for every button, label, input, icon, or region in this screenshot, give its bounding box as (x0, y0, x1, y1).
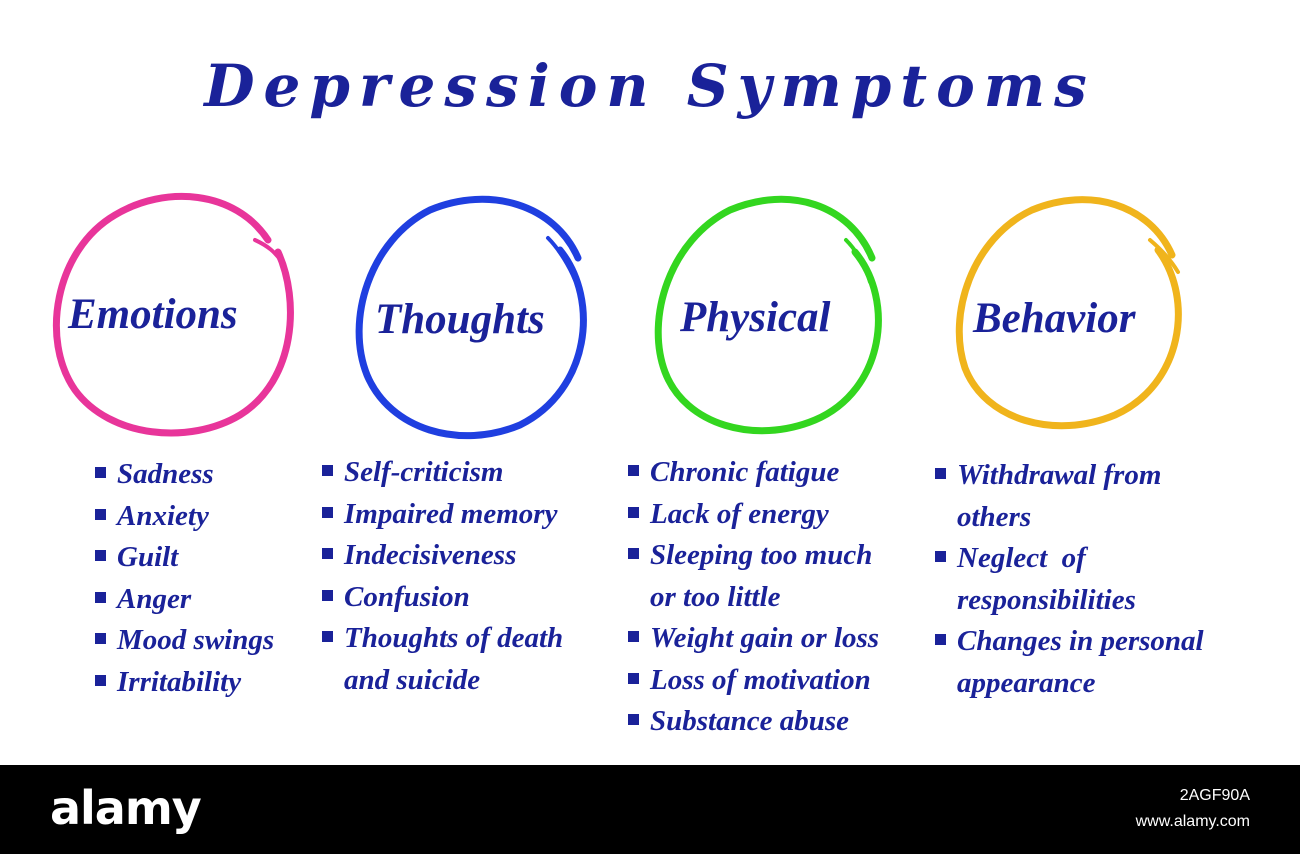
list-item: Confusion (322, 577, 563, 619)
bullet-icon (628, 672, 639, 684)
bullet-icon (322, 631, 333, 642)
bullet-icon (628, 506, 639, 518)
bullet-icon (95, 674, 106, 686)
behavior-circle (955, 196, 1182, 430)
image-id: 2AGF90A (1179, 787, 1250, 804)
bullet-icon (95, 591, 106, 603)
bullet-icon (322, 589, 333, 601)
bullet-icon (95, 633, 106, 644)
bullet-icon (935, 634, 946, 645)
bullet-icon (95, 467, 106, 478)
bullet-icon (322, 506, 333, 518)
bullet-icon (628, 714, 639, 725)
list-item: Lack of energy (628, 494, 879, 536)
list-item: Withdrawal from (935, 455, 1204, 497)
behavior-list: Withdrawal from others Neglect of respon… (935, 455, 1204, 704)
list-item-continued: and suicide (344, 663, 481, 696)
thoughts-circle (355, 195, 587, 440)
list-item: Irritability (95, 662, 274, 704)
bullet-icon (628, 548, 639, 559)
bullet-icon (95, 550, 106, 561)
list-item: Chronic fatigue (628, 452, 879, 494)
emotions-list: Sadness Anxiety Guilt Anger Mood swings … (95, 454, 274, 703)
emotions-circle (52, 193, 294, 437)
bullet-icon (95, 508, 106, 520)
list-item-continued: responsibilities (957, 583, 1136, 616)
list-item: Impaired memory (322, 494, 563, 536)
list-item: Changes in personal (935, 621, 1204, 663)
thoughts-list: Self-criticism Impaired memory Indecisiv… (322, 452, 563, 701)
list-item: Anger (95, 579, 274, 621)
site-url: www.alamy.com (1135, 813, 1250, 830)
bullet-icon (935, 551, 946, 562)
watermark-bar: alamy 2AGF90A www.alamy.com (0, 765, 1300, 854)
bullet-icon (628, 631, 639, 642)
list-item: Mood swings (95, 620, 274, 662)
list-item: Neglect of (935, 538, 1204, 580)
list-item: Thoughts of death (322, 618, 563, 660)
list-item: Indecisiveness (322, 535, 563, 577)
list-item-continued: appearance (957, 666, 1096, 699)
list-item: Sleeping too much (628, 535, 879, 577)
list-item-continued: or too little (650, 580, 781, 613)
list-item: Sadness (95, 454, 274, 496)
emotions-label: Emotions (68, 291, 238, 338)
category-circles (52, 193, 1182, 440)
physical-list: Chronic fatigue Lack of energy Sleeping … (628, 452, 879, 743)
list-item: Weight gain or loss (628, 618, 879, 660)
bullet-icon (935, 468, 946, 479)
physical-circle (654, 195, 882, 435)
list-item: Guilt (95, 537, 274, 579)
behavior-label: Behavior (973, 295, 1136, 342)
page-title: Depression Symptoms (204, 52, 1096, 120)
diagram-canvas: Depression Symptoms Emotions Thoughts Ph… (52, 52, 1204, 743)
bullet-icon (322, 465, 333, 476)
bullet-icon (322, 548, 333, 559)
thoughts-label: Thoughts (375, 296, 545, 343)
physical-label: Physical (680, 294, 831, 341)
list-item: Self-criticism (322, 452, 563, 494)
list-item: Substance abuse (628, 701, 879, 743)
list-item-continued: others (957, 500, 1032, 533)
list-item: Anxiety (95, 496, 274, 538)
bullet-icon (628, 465, 639, 476)
list-item: Loss of motivation (628, 660, 879, 702)
alamy-logo: alamy (50, 781, 202, 835)
